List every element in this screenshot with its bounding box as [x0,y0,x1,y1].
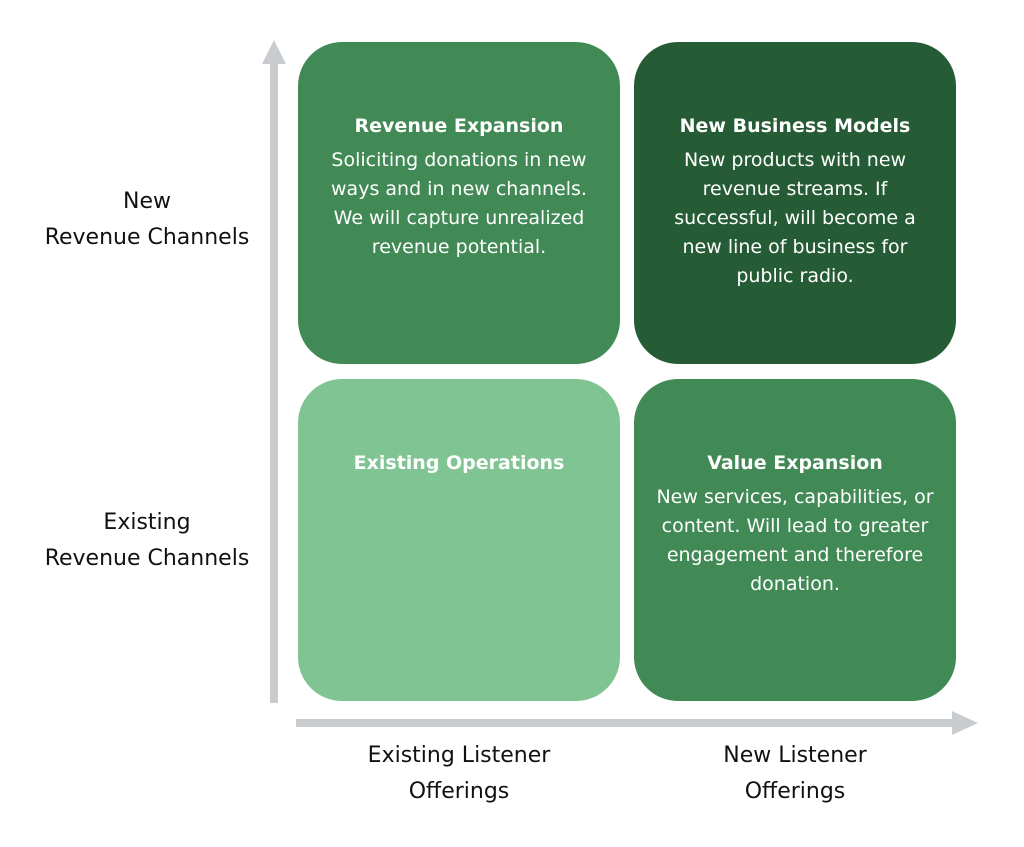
quadrant-description: New products with new revenue streams. I… [674,149,916,287]
y-axis-label-existing-revenue-channels: Existing Revenue Channels [22,505,272,577]
axis-label-line: Revenue Channels [44,546,250,571]
quadrant-description: New services, capabilities, or content. … [656,486,934,595]
quadrant-existing-operations: Existing Operations [298,379,620,701]
quadrant-value-expansion: Value Expansion New services, capabiliti… [634,379,956,701]
quadrant-description: Soliciting donations in new ways and in … [331,149,587,258]
axis-label-line: Existing Listener [367,743,551,768]
axis-label-line: Existing [103,510,191,535]
y-axis-line [270,62,278,703]
y-axis-label-new-revenue-channels: New Revenue Channels [22,184,272,256]
x-axis-label-new-listener-offerings: New Listener Offerings [634,738,956,810]
quadrant-title: Existing Operations [353,452,565,474]
x-axis-label-existing-listener-offerings: Existing Listener Offerings [298,738,620,810]
quadrant-revenue-expansion: Revenue Expansion Soliciting donations i… [298,42,620,364]
axis-label-line: New [123,189,171,214]
x-axis-arrowhead [952,711,978,735]
y-axis-arrowhead [262,40,286,64]
axis-label-line: Offerings [408,779,510,804]
axis-label-line: Revenue Channels [44,225,250,250]
quadrant-title: New Business Models [679,115,911,137]
quadrant-title: Revenue Expansion [354,115,564,137]
quadrant-new-business-models: New Business Models New products with ne… [634,42,956,364]
quadrant-title: Value Expansion [707,452,883,474]
x-axis-line [296,719,954,727]
axis-label-line: Offerings [744,779,846,804]
axis-label-line: New Listener [723,743,867,768]
